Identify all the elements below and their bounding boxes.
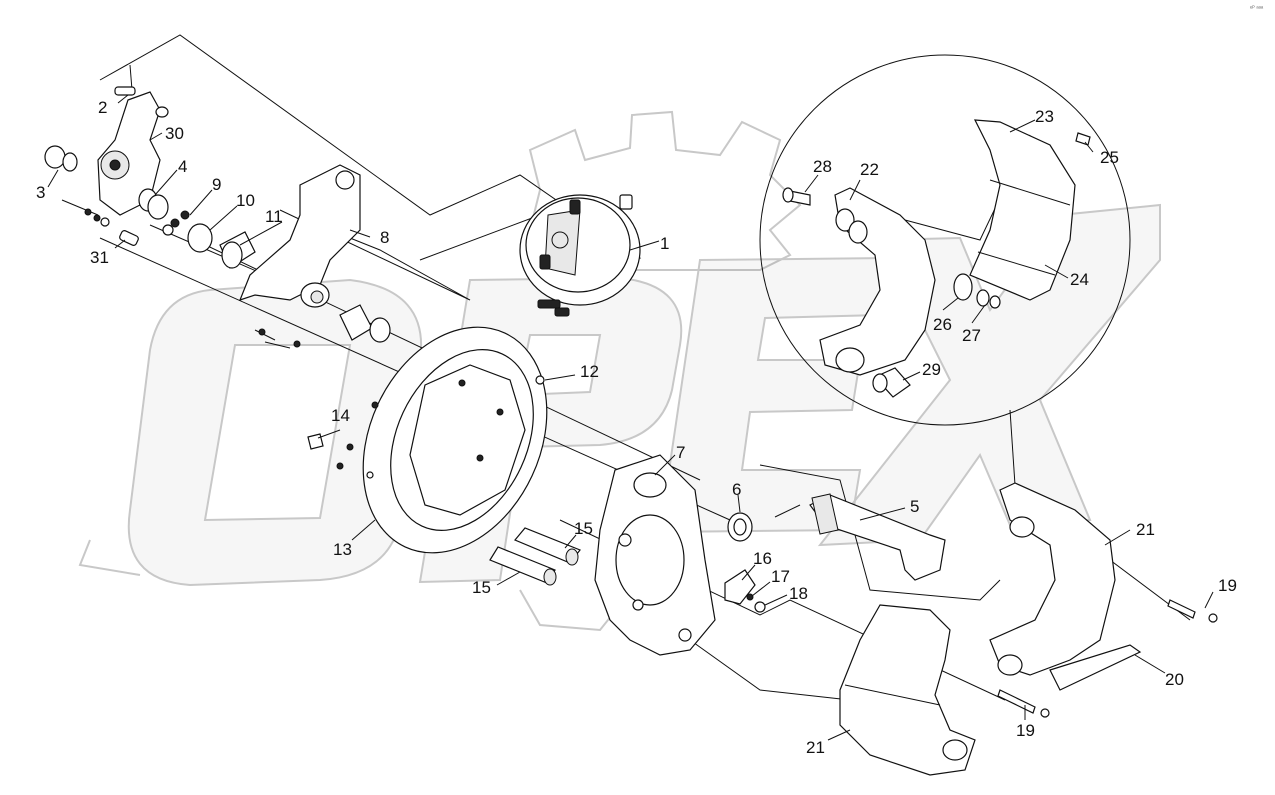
callout-30: 30 <box>165 124 184 143</box>
clevis-pin <box>114 86 136 96</box>
callout-17: 17 <box>771 567 790 586</box>
callout-19b: 19 <box>1016 721 1035 740</box>
callouts: 1 2 3 4 5 6 7 8 9 10 11 12 13 14 15 15 1… <box>36 98 1237 757</box>
bolt <box>61 199 99 216</box>
seal-ring-10 <box>187 223 213 253</box>
pin-19a <box>1167 599 1196 619</box>
callout-15a: 15 <box>574 519 593 538</box>
callout-13: 13 <box>333 540 352 559</box>
brake-shoe-21-right <box>989 482 1116 676</box>
camshaft-bracket-group <box>162 164 391 349</box>
callout-12: 12 <box>580 362 599 381</box>
corner-mark: ᵉᴾ ᵃᵃᵃ <box>1250 5 1264 12</box>
callout-5: 5 <box>910 497 919 516</box>
callout-1: 1 <box>660 234 669 253</box>
anchor-pin-15b <box>489 546 556 584</box>
washer-30 <box>155 106 169 118</box>
callout-7: 7 <box>676 443 685 462</box>
rivet-25 <box>1075 132 1091 146</box>
grease-fitting-14 <box>307 433 324 450</box>
watermark-letter-o <box>127 278 423 587</box>
seal-4b <box>147 194 169 220</box>
callout-25: 25 <box>1100 148 1119 167</box>
watermark-letter-x <box>817 203 1161 547</box>
callout-22: 22 <box>860 160 879 179</box>
brake-shoe-22 <box>819 187 936 376</box>
callout-10: 10 <box>236 191 255 210</box>
return-spring-20 <box>1049 644 1142 691</box>
callout-4: 4 <box>178 157 187 176</box>
callout-28: 28 <box>813 157 832 176</box>
bolt-17 <box>746 593 754 601</box>
callout-16: 16 <box>753 549 772 568</box>
roller-26 <box>953 273 973 301</box>
bolt-18 <box>754 601 766 613</box>
camshaft-bracket-8 <box>238 164 361 301</box>
washer-3 <box>62 152 78 172</box>
lining-24 <box>969 119 1076 301</box>
callout-20: 20 <box>1165 670 1184 689</box>
bushing-31 <box>119 230 139 246</box>
snap-ring-3 <box>44 145 66 169</box>
dust-shield-group <box>307 326 548 554</box>
anchor-pin-15a <box>514 527 581 564</box>
brake-shoe-21-left <box>839 604 976 776</box>
callout-6: 6 <box>732 480 741 499</box>
washer-27a <box>976 289 990 307</box>
callout-15b: 15 <box>472 578 491 597</box>
callout-23: 23 <box>1035 107 1054 126</box>
pin-2 <box>129 64 133 91</box>
callout-29: 29 <box>922 360 941 379</box>
callout-2: 2 <box>98 98 107 117</box>
brake-chamber-group <box>519 194 641 317</box>
slack-adjuster-group <box>44 64 169 246</box>
plate-16 <box>724 569 756 605</box>
callout-24: 24 <box>1070 270 1089 289</box>
callout-21a: 21 <box>1136 520 1155 539</box>
washer-27b <box>989 295 1001 309</box>
callout-18: 18 <box>789 584 808 603</box>
callout-11: 11 <box>265 207 283 226</box>
detail-circle <box>759 54 1131 426</box>
callout-14: 14 <box>331 406 350 425</box>
callout-9: 9 <box>212 175 221 194</box>
pin-19b <box>997 689 1036 714</box>
callout-3: 3 <box>36 183 45 202</box>
lower-shoe-group <box>839 482 1218 776</box>
callout-21b: 21 <box>806 738 825 757</box>
callout-leaders <box>47 94 1214 741</box>
callout-8: 8 <box>380 228 389 247</box>
spider-group <box>489 454 946 656</box>
callout-19a: 19 <box>1218 576 1237 595</box>
callout-27: 27 <box>962 326 981 345</box>
callout-31: 31 <box>90 248 109 267</box>
callout-26: 26 <box>933 315 952 334</box>
detail-circle-group <box>759 54 1131 426</box>
